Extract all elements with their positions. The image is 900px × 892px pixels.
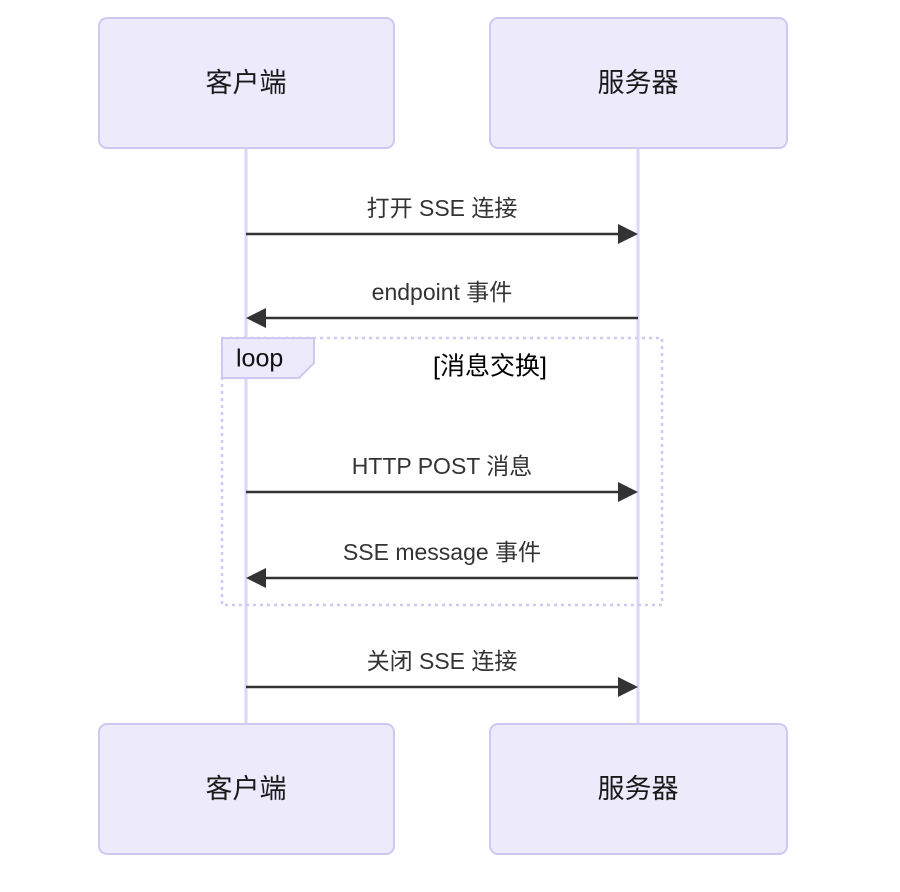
message-2-label: endpoint 事件 <box>372 279 513 305</box>
loop-tab-shape <box>221 337 315 379</box>
message-4[interactable]: SSE message 事件 <box>246 539 638 588</box>
message-1[interactable]: 打开 SSE 连接 <box>246 195 638 244</box>
message-1-label: 打开 SSE 连接 <box>367 195 518 221</box>
message-3[interactable]: HTTP POST 消息 <box>246 453 638 502</box>
message-3-label: HTTP POST 消息 <box>352 453 533 479</box>
message-1-arrowhead <box>618 224 638 244</box>
participant-bottom-client[interactable]: 客户端 <box>98 723 395 855</box>
message-2-arrowhead <box>246 308 266 328</box>
participant-box-client-bottom <box>98 723 395 855</box>
participant-label-client-top: 客户端 <box>206 68 287 98</box>
message-5-label: 关闭 SSE 连接 <box>367 648 518 674</box>
participant-bottom-server[interactable]: 服务器 <box>489 723 788 855</box>
loop-title-label: [消息交换] <box>433 353 547 381</box>
participant-top-client[interactable]: 客户端 <box>98 17 395 149</box>
message-4-arrowhead <box>246 568 266 588</box>
participant-box-client-top <box>98 17 395 149</box>
participant-box-server-top <box>489 17 788 149</box>
participant-top-server[interactable]: 服务器 <box>489 17 788 149</box>
participant-label-server-top: 服务器 <box>598 68 679 98</box>
participant-label-server-bottom: 服务器 <box>598 774 679 804</box>
message-5[interactable]: 关闭 SSE 连接 <box>246 648 638 697</box>
message-3-arrowhead <box>618 482 638 502</box>
loop-keyword-label: loop <box>236 345 283 373</box>
loop-fragment[interactable]: loop [消息交换] <box>220 336 664 607</box>
message-5-arrowhead <box>618 677 638 697</box>
lifelines-group <box>244 148 640 724</box>
participant-label-client-bottom: 客户端 <box>206 774 287 804</box>
message-2[interactable]: endpoint 事件 <box>246 279 638 328</box>
loop-frame-border <box>220 336 664 607</box>
message-4-label: SSE message 事件 <box>343 539 541 565</box>
participant-box-server-bottom <box>489 723 788 855</box>
